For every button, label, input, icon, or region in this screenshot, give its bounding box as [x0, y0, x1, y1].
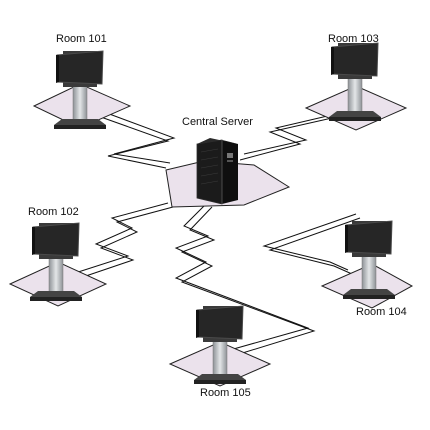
- tower-server-icon: [196, 138, 238, 205]
- link-room-102: [71, 202, 174, 280]
- link-room-104: [262, 213, 361, 275]
- room-101-label: Room 101: [56, 33, 107, 45]
- link-room-101: [97, 111, 176, 169]
- room-105-label: Room 105: [200, 387, 251, 399]
- room-103-label: Room 103: [328, 33, 379, 45]
- server-label: Central Server: [182, 116, 253, 128]
- room-102-label: Room 102: [28, 206, 79, 218]
- link-room-103: [239, 113, 337, 161]
- room-104-label: Room 104: [356, 306, 407, 318]
- connection-links: [71, 111, 361, 356]
- link-room-105: [174, 204, 316, 356]
